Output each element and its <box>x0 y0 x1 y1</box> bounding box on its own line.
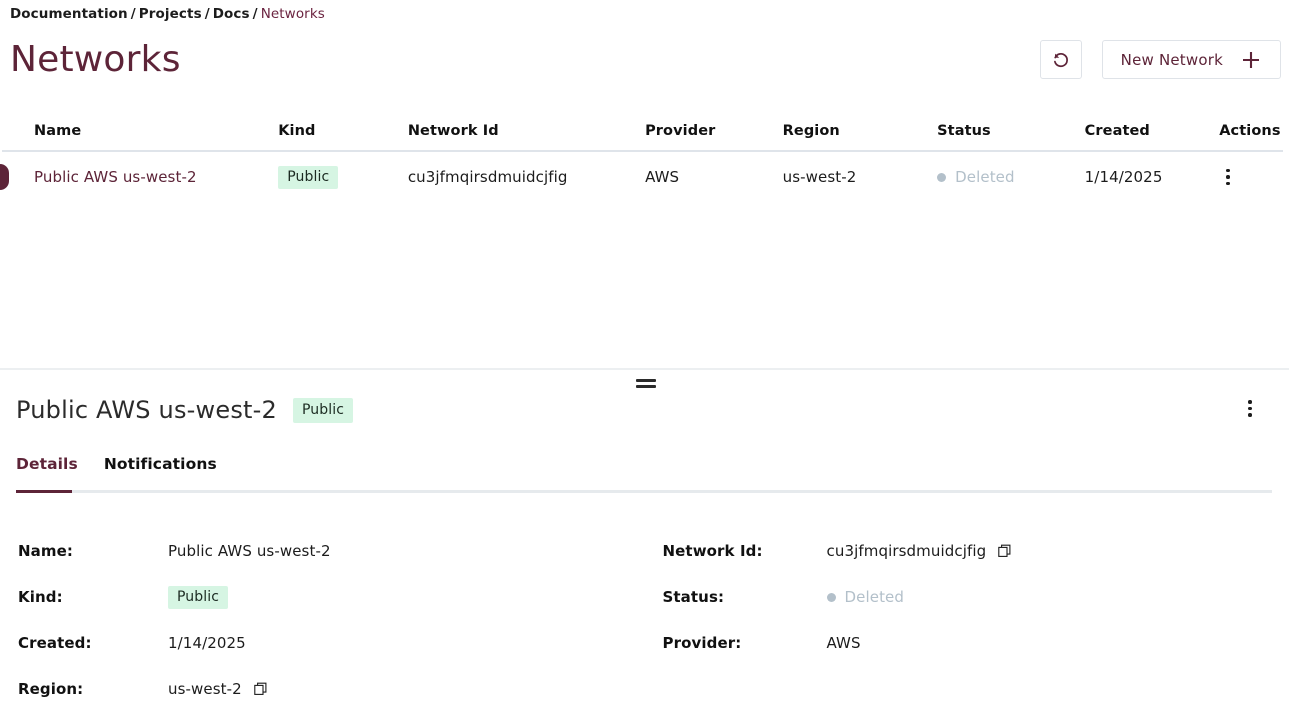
new-network-label: New Network <box>1121 51 1223 69</box>
breadcrumb-separator: / <box>250 6 261 22</box>
network-name-link[interactable]: Public AWS us-west-2 <box>34 168 197 186</box>
copy-icon[interactable] <box>998 544 1012 558</box>
column-header-name: Name <box>34 123 278 139</box>
detail-fields-right-column: Network Id: cu3jfmqirsdmuidcjfig Status:… <box>645 528 1289 712</box>
new-network-button[interactable]: New Network <box>1102 40 1281 79</box>
network-id-cell: cu3jfmqirsdmuidcjfig <box>408 168 645 186</box>
column-header-kind: Kind <box>278 123 408 139</box>
breadcrumb-separator: / <box>128 6 139 22</box>
field-status: Status: Deleted <box>655 574 1289 620</box>
breadcrumb-item-networks[interactable]: Networks <box>261 6 325 22</box>
field-value-name: Public AWS us-west-2 <box>168 542 331 560</box>
region-cell: us-west-2 <box>783 168 938 186</box>
field-value-kind-badge: Public <box>168 586 228 609</box>
field-label-name: Name: <box>0 542 168 560</box>
created-cell: 1/14/2025 <box>1085 168 1220 186</box>
detail-kind-badge: Public <box>293 398 353 423</box>
field-label-status: Status: <box>655 588 827 606</box>
kind-badge: Public <box>278 166 338 189</box>
field-value-created: 1/14/2025 <box>168 634 246 652</box>
status-dot-icon <box>827 593 836 602</box>
row-selected-marker <box>0 164 9 190</box>
breadcrumb-item-projects[interactable]: Projects <box>139 6 202 22</box>
field-label-created: Created: <box>0 634 168 652</box>
networks-table: Name Kind Network Id Provider Region Sta… <box>0 112 1289 202</box>
field-label-region: Region: <box>0 680 168 698</box>
tab-notifications[interactable]: Notifications <box>104 455 217 485</box>
column-header-network-id: Network Id <box>408 123 645 139</box>
active-tab-indicator <box>16 490 72 493</box>
status-badge: Deleted <box>937 168 1085 186</box>
detail-header: Public AWS us-west-2 Public <box>16 396 353 424</box>
detail-panel-separator <box>0 368 1289 370</box>
breadcrumb-item-docs[interactable]: Docs <box>213 6 250 22</box>
column-header-region: Region <box>783 123 938 139</box>
row-actions-menu-icon[interactable] <box>1219 169 1237 186</box>
field-label-kind: Kind: <box>0 588 168 606</box>
field-label-network-id: Network Id: <box>655 542 827 560</box>
refresh-button[interactable] <box>1040 40 1082 79</box>
field-created: Created: 1/14/2025 <box>0 620 645 666</box>
breadcrumb-separator: / <box>202 6 213 22</box>
field-provider: Provider: AWS <box>655 620 1289 666</box>
drag-handle-icon[interactable] <box>636 379 656 388</box>
field-value-region: us-west-2 <box>168 680 242 698</box>
detail-tabs: Details Notifications <box>16 455 217 485</box>
provider-cell: AWS <box>645 168 783 186</box>
detail-status-badge: Deleted <box>827 588 905 606</box>
column-header-actions: Actions <box>1219 123 1289 139</box>
field-label-provider: Provider: <box>655 634 827 652</box>
detail-actions-menu-icon[interactable] <box>1241 400 1259 417</box>
tab-details[interactable]: Details <box>16 455 78 485</box>
header-actions: New Network <box>1040 40 1281 79</box>
field-network-id: Network Id: cu3jfmqirsdmuidcjfig <box>655 528 1289 574</box>
status-dot-icon <box>937 173 946 182</box>
table-row[interactable]: Public AWS us-west-2 Public cu3jfmqirsdm… <box>0 152 1289 202</box>
field-kind: Kind: Public <box>0 574 645 620</box>
status-label: Deleted <box>955 168 1015 186</box>
field-name: Name: Public AWS us-west-2 <box>0 528 645 574</box>
breadcrumb: Documentation/Projects/Docs/Networks <box>10 6 325 22</box>
tabs-rule <box>16 490 1272 493</box>
detail-fields-left-column: Name: Public AWS us-west-2 Kind: Public … <box>0 528 645 712</box>
column-header-provider: Provider <box>645 123 783 139</box>
field-value-network-id: cu3jfmqirsdmuidcjfig <box>827 542 987 560</box>
field-value-status: Deleted <box>845 588 905 606</box>
field-value-provider: AWS <box>827 634 861 652</box>
field-region: Region: us-west-2 <box>0 666 645 712</box>
detail-fields: Name: Public AWS us-west-2 Kind: Public … <box>0 528 1289 712</box>
breadcrumb-item-documentation[interactable]: Documentation <box>10 6 128 22</box>
column-header-created: Created <box>1085 123 1220 139</box>
column-header-status: Status <box>937 123 1085 139</box>
detail-title: Public AWS us-west-2 <box>16 396 277 424</box>
plus-icon <box>1240 49 1262 71</box>
refresh-icon <box>1051 50 1071 70</box>
copy-icon[interactable] <box>254 682 268 696</box>
page-title: Networks <box>10 38 181 82</box>
table-header-row: Name Kind Network Id Provider Region Sta… <box>0 112 1289 150</box>
